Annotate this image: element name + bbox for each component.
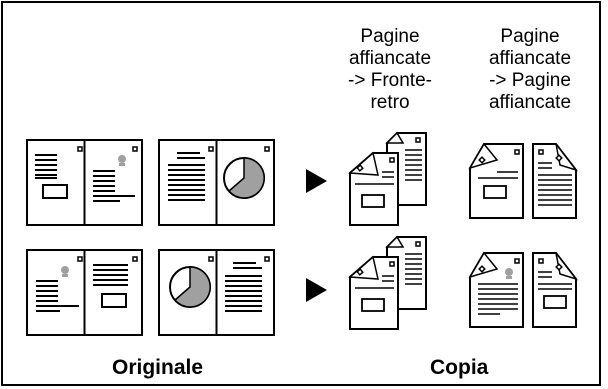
duplex-line-4: retro	[370, 92, 410, 113]
duplex-output-2	[348, 235, 427, 330]
arrow-icon-row-1	[306, 169, 327, 193]
column-heading-book: Pagine affiancate -> Pagine affiancate	[460, 26, 600, 114]
book-line-1: Pagine	[500, 26, 560, 47]
column-heading-duplex: Pagine affiancate -> Fronte- retro	[330, 26, 450, 114]
original-book-2	[158, 139, 275, 226]
book-output-1	[468, 142, 579, 219]
duplex-line-2: affiancate	[348, 48, 432, 69]
duplex-line-3: -> Fronte-	[348, 70, 432, 91]
arrow-icon-row-2	[306, 278, 327, 302]
duplex-line-1: Pagine	[360, 26, 420, 47]
original-book-1	[26, 139, 143, 226]
duplex-output-1	[348, 131, 427, 226]
book-line-4: affiancate	[488, 92, 572, 113]
book-output-2	[468, 251, 579, 328]
copy-label: Copia	[430, 356, 489, 379]
original-book-3	[26, 249, 143, 336]
book-line-3: -> Pagine	[489, 70, 571, 91]
original-book-4	[158, 249, 275, 336]
diagram-frame	[1, 1, 601, 386]
book-line-2: affiancate	[488, 48, 572, 69]
originals-label: Originale	[112, 356, 204, 379]
